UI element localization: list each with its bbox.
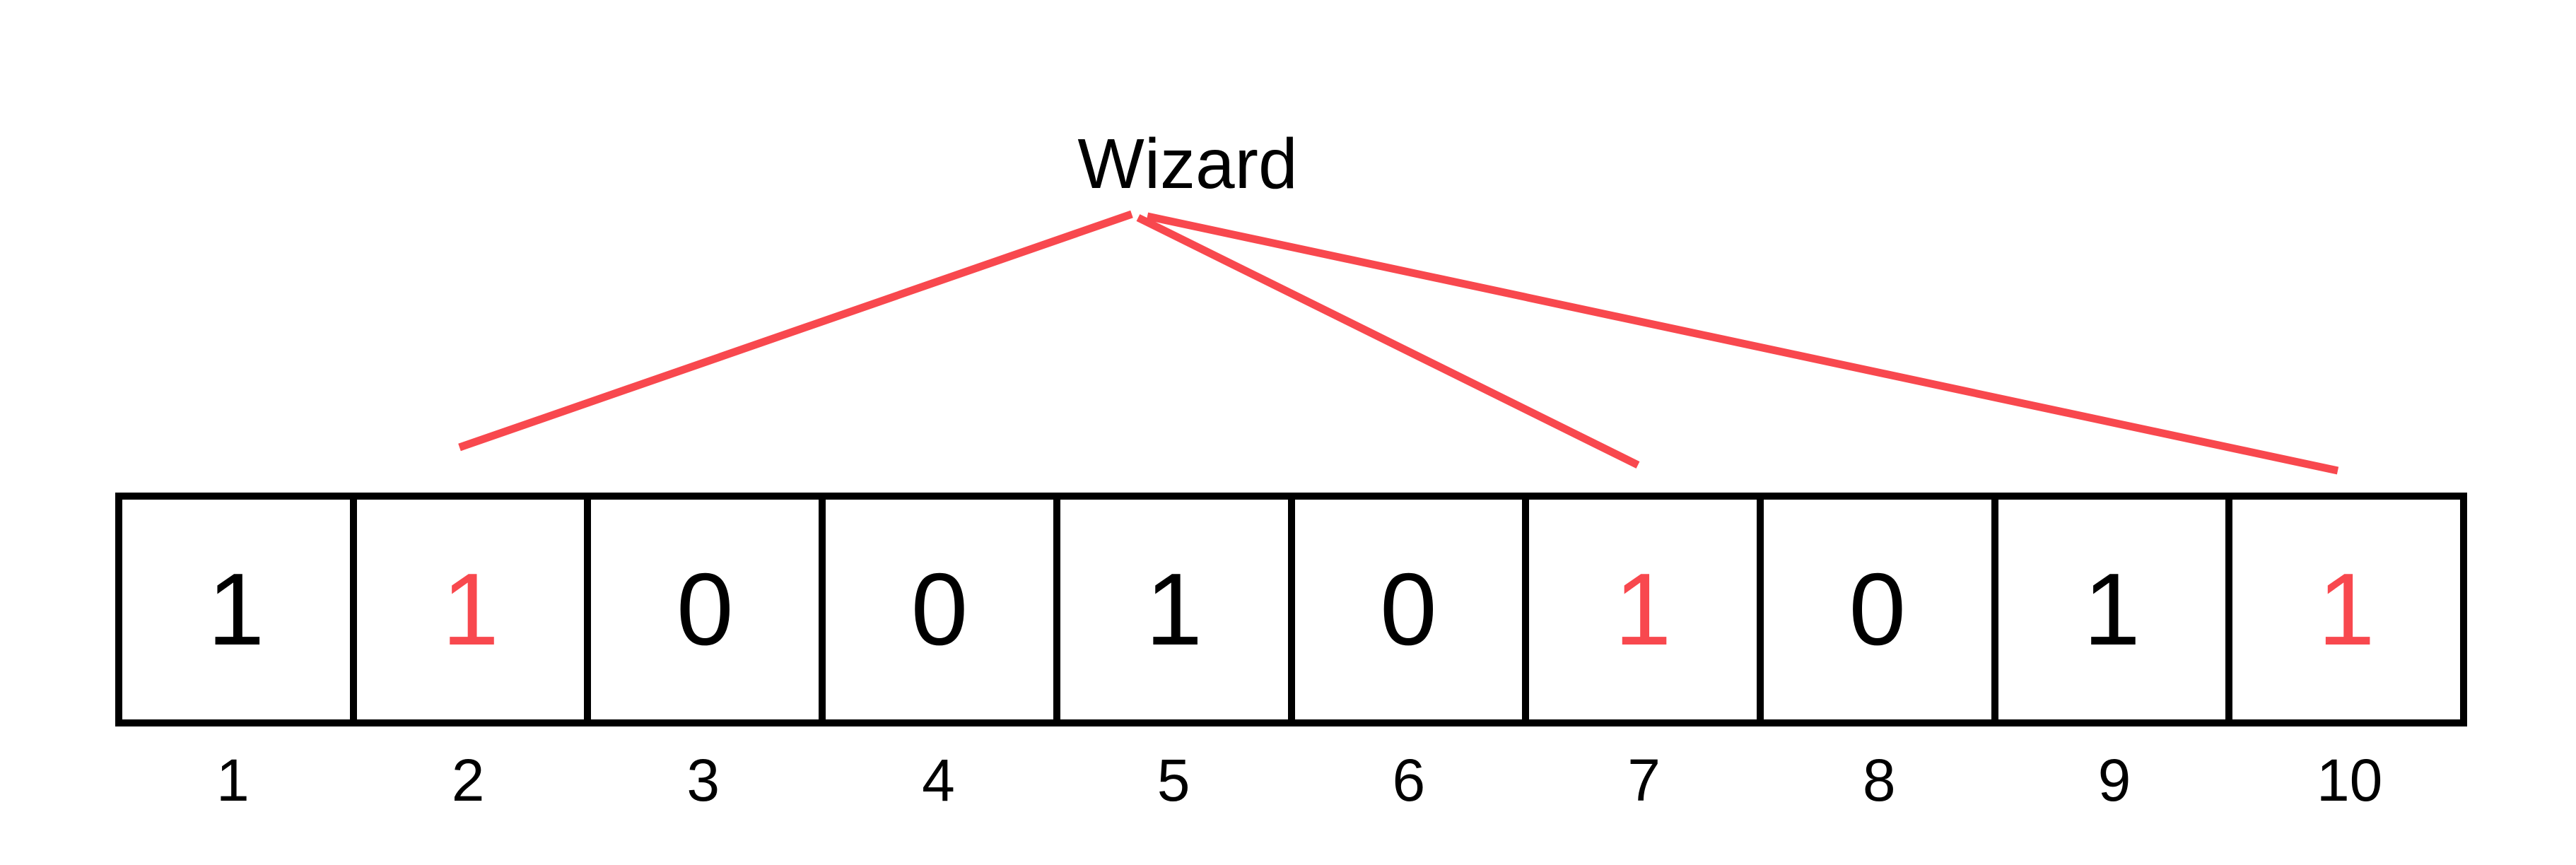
pointer-line-to-cell-10 [1146, 212, 2339, 475]
array-cell-8: 0 [1756, 500, 1991, 719]
array-cell-2: 1 [349, 500, 585, 719]
index-label-1: 1 [216, 747, 250, 813]
index-label-5: 5 [1157, 747, 1190, 813]
index-label-10: 10 [2316, 747, 2383, 813]
array-cell-6: 0 [1287, 500, 1523, 719]
array-cell-4: 0 [819, 500, 1053, 719]
index-label-7: 7 [1627, 747, 1661, 813]
array-cell-5: 1 [1053, 500, 1288, 719]
index-label-2: 2 [451, 747, 485, 813]
index-row: 1 2 3 4 5 6 7 8 9 10 [115, 735, 2467, 810]
index-label-4: 4 [922, 747, 955, 813]
pointer-line-to-cell-7 [1136, 214, 1640, 469]
pointer-line-to-cell-2 [458, 210, 1133, 452]
index-label-3: 3 [686, 747, 720, 813]
wizard-label: Wizard [1077, 124, 1298, 204]
array-cell-3: 0 [584, 500, 819, 719]
array-cell-9: 1 [1991, 500, 2226, 719]
index-label-9: 9 [2097, 747, 2131, 813]
array-cell-7: 1 [1522, 500, 1757, 719]
array-cell-10: 1 [2225, 500, 2460, 719]
array-cell-1: 1 [207, 552, 265, 666]
index-label-8: 8 [1862, 747, 1896, 813]
index-label-6: 6 [1392, 747, 1426, 813]
